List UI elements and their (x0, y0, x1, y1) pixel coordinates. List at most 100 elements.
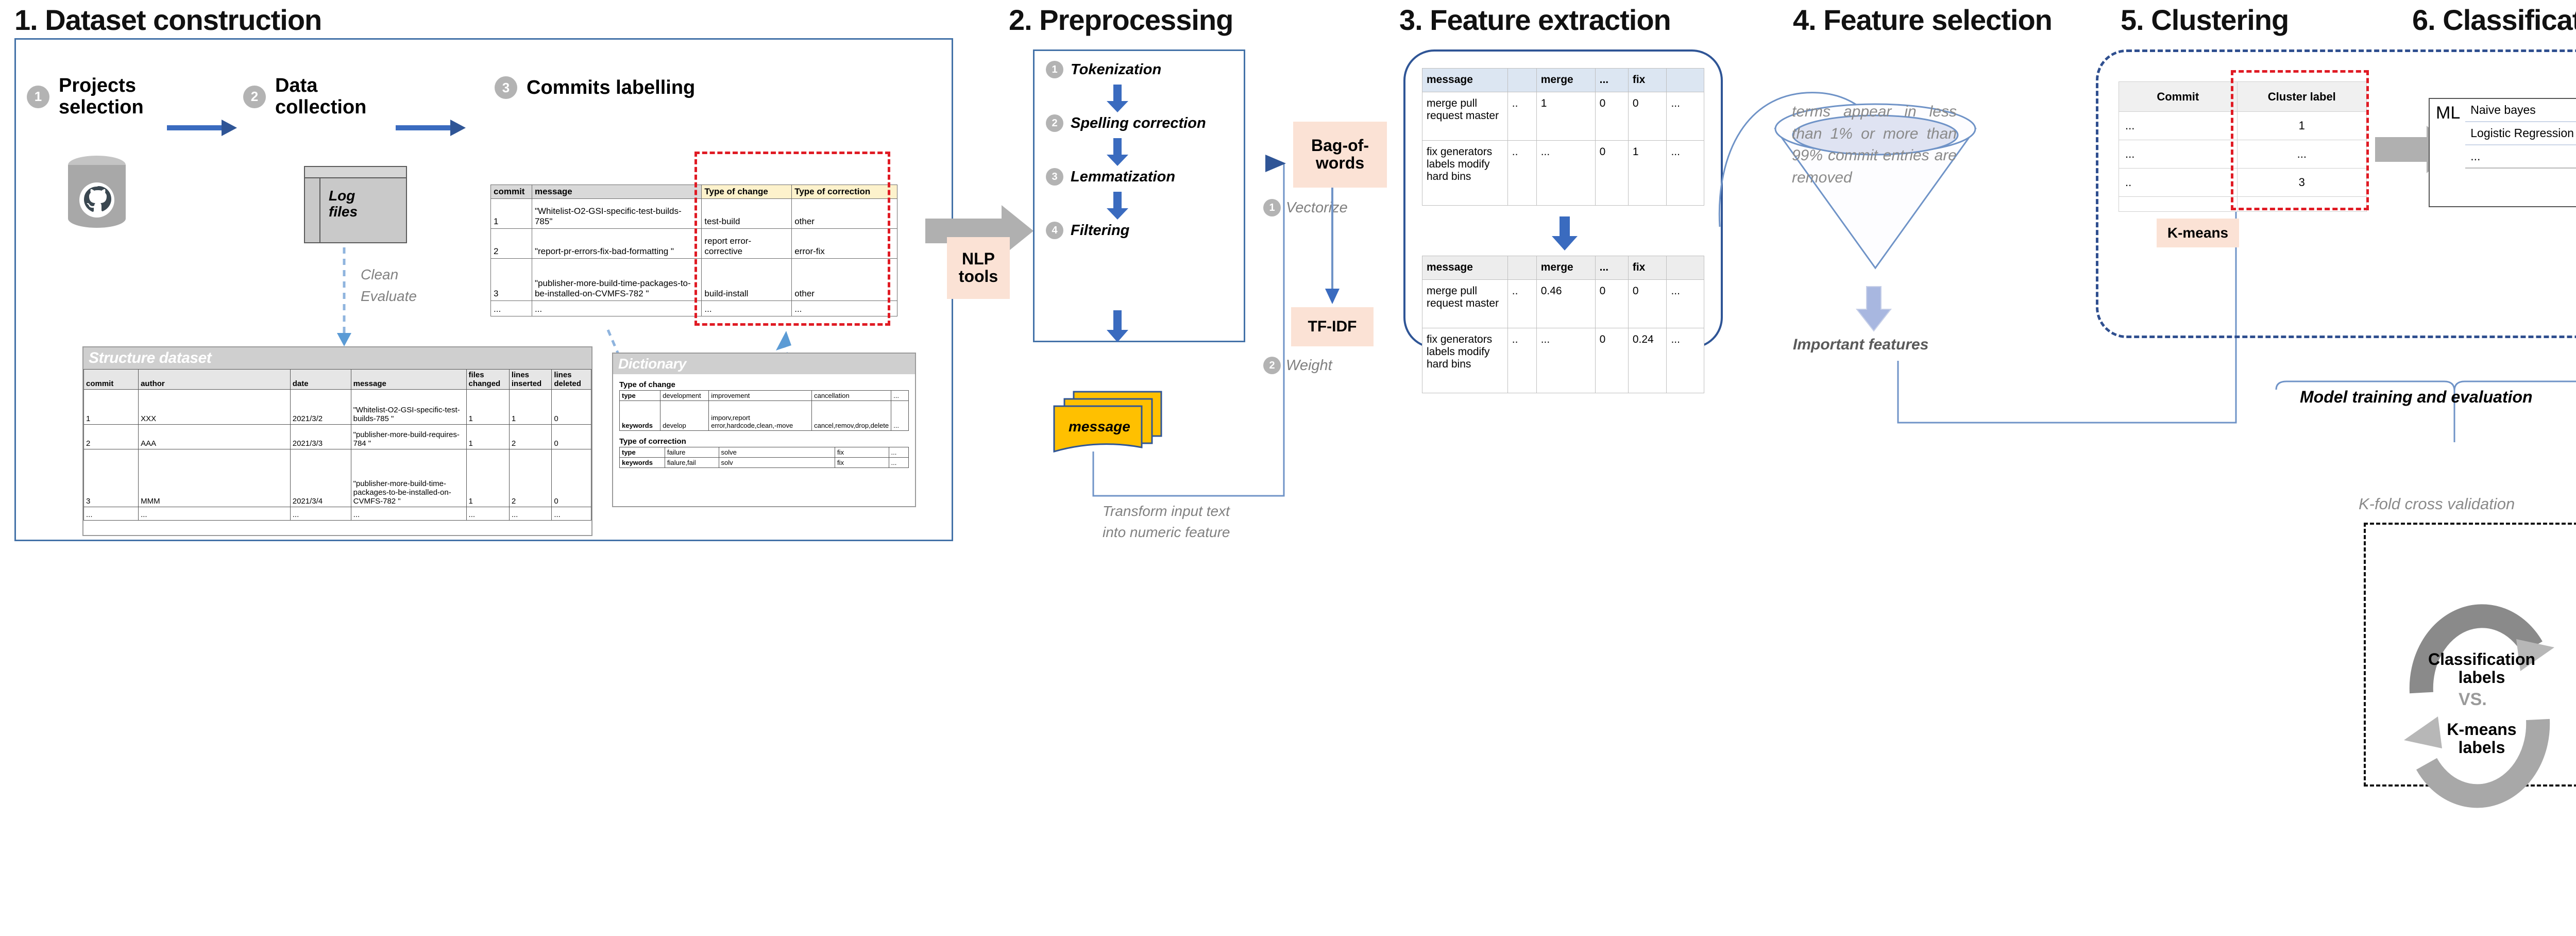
structure-dataset-table: commit author date message files changed… (83, 369, 591, 521)
cell-correction: other (791, 198, 897, 229)
table-row: merge pull request master .. 0.46 0 0 ..… (1422, 279, 1704, 328)
bag-of-words-box: Bag-of- words (1293, 122, 1387, 188)
cell-development: development (660, 390, 709, 401)
col-header-message: message (531, 185, 702, 199)
cell-commit: ... (83, 507, 139, 521)
vectorize-note: 1 Vectorize (1263, 199, 1348, 216)
step-label-line2: selection (59, 96, 144, 118)
step-commits-labelling: 3 Commits labelling (495, 76, 695, 99)
dictionary-correction-caption: Type of correction (619, 437, 686, 446)
section-title-preprocessing: 2. Preprocessing (1009, 4, 1233, 36)
bag-of-words-line1: Bag-of- (1311, 136, 1369, 155)
cell-type-label: type (619, 447, 665, 458)
cell-tail: ... (1666, 92, 1704, 141)
step-label: Spelling correction (1071, 114, 1206, 131)
col-header-files-changed: files changed (466, 369, 510, 390)
cell-message: merge pull request master (1422, 92, 1508, 141)
log-files-label-line1: Log (329, 188, 355, 204)
kmeans-labels-line2: labels (2458, 738, 2505, 757)
cell-development-kw: develop (660, 400, 709, 431)
bow-feature-table: message merge ... fix merge pull request… (1422, 68, 1704, 206)
table-row: fix generators labels modify hard bins .… (1422, 328, 1704, 393)
cell-fix: 0 (1628, 279, 1667, 328)
classification-labels-text: Classification labels (2397, 650, 2567, 687)
dictionary-title: Dictionary (613, 354, 915, 374)
structure-dataset-box: Structure dataset commit author date mes… (82, 346, 592, 536)
model-logistic-regression[interactable]: Logistic Regression (2465, 122, 2576, 145)
cell-del: 0 (551, 449, 591, 507)
cell-del: 0 (551, 424, 591, 449)
cell-files: 1 (466, 449, 510, 507)
table-row: fix generators labels modify hard bins .… (1422, 140, 1704, 206)
cell-more: ... (888, 447, 909, 458)
tfidf-box: TF-IDF (1291, 307, 1374, 346)
cell-more: ... (891, 390, 909, 401)
cell-fix: 0.24 (1628, 328, 1667, 393)
col-header-trailing (1666, 68, 1704, 92)
cell-message: "publisher-more-build-requires-784 " (350, 424, 467, 449)
cell-mid: 0 (1595, 140, 1629, 206)
vectorize-label: Vectorize (1286, 199, 1348, 216)
clean-note-line1: Clean (361, 266, 399, 282)
clean-evaluate-note: Clean Evaluate (361, 264, 417, 307)
cell-message: "publisher-more-build-time-packages-to-b… (531, 258, 702, 301)
arrow-down-2-icon (1107, 138, 1128, 166)
cell-correction: ... (791, 300, 897, 316)
classification-labels-line2: labels (2458, 668, 2505, 687)
clustering-table: Commit Cluster label ... 1 ... ... .. 3 (2119, 81, 2367, 212)
cell-more-kw: ... (888, 457, 909, 468)
kmeans-labels-line1: K-means (2447, 720, 2517, 739)
dictionary-change-table: type development improvement cancellatio… (619, 390, 909, 431)
step-number-badge: 2 (243, 85, 266, 108)
model-more[interactable]: ... (2465, 145, 2576, 169)
step-label: Tokenization (1071, 61, 1162, 78)
cell-commit: ... (490, 300, 532, 316)
cell-message: "report-pr-errors-fix-bad-formatting " (531, 228, 702, 259)
cell-commit: 1 (490, 198, 532, 229)
cell-fix-kw: fix (835, 457, 889, 468)
cell-files: ... (466, 507, 510, 521)
step-label-line1: Projects (59, 75, 136, 96)
cell-correction: other (791, 258, 897, 301)
feature-selection-funnel-icon (1774, 103, 1977, 270)
cell-cancellation: cancellation (811, 390, 892, 401)
cell-change: report error-corrective (701, 228, 792, 259)
cell-message: fix generators labels modify hard bins (1422, 140, 1508, 206)
model-training-caption: Model training and evaluation (2300, 388, 2533, 406)
col-header-message: message (350, 369, 467, 390)
cell-commit: 3 (490, 258, 532, 301)
cell-merge: ... (1536, 328, 1596, 393)
cell-author: AAA (138, 424, 291, 449)
cell-message: "Whitelist-O2-GSI-specific-test-builds-7… (350, 389, 467, 425)
step-label-line2: collection (275, 96, 367, 118)
table-row: .. 3 (2119, 168, 2367, 197)
cluster-label-highlight (2231, 70, 2369, 210)
step-number-badge: 4 (1046, 222, 1063, 239)
cell-commit: .. (2119, 168, 2238, 197)
col-header-type-of-change: Type of change (701, 185, 792, 199)
cell-merge: 0.46 (1536, 279, 1596, 328)
cell-mid: 0 (1595, 328, 1629, 393)
table-row: keywords develop imporv,report error,har… (619, 400, 909, 431)
cell-gap: .. (1507, 140, 1537, 206)
arrow-down-3-icon (1107, 192, 1128, 220)
model-naive-bayes[interactable]: Naive bayes (2465, 99, 2576, 122)
cell-date: 2021/3/4 (290, 449, 351, 507)
cell-change: ... (701, 300, 792, 316)
kmeans-labels-text: K-means labels (2397, 720, 2567, 757)
message-card-label: message (1069, 419, 1130, 434)
kfold-label: K-fold cross validation (2359, 495, 2515, 513)
connector-features-to-kmeans-icon (1897, 194, 2242, 424)
cycle-arrows-icon (2404, 604, 2554, 808)
arrow-data-to-commits-icon (396, 120, 466, 136)
cell-files: 1 (466, 389, 510, 425)
cell-tail: ... (1666, 279, 1704, 328)
col-header-message: message (1422, 68, 1508, 92)
preproc-step-spelling-correction: 2 Spelling correction (1046, 114, 1206, 132)
table-row: merge pull request master .. 1 0 0 ... (1422, 92, 1704, 141)
col-header-commit: commit (83, 369, 139, 390)
section-title-feature-extraction: 3. Feature extraction (1399, 4, 1671, 36)
cell-solve: solve (718, 447, 835, 458)
transform-caption-line1: Transform input text (1103, 503, 1230, 519)
col-header-ellipsis: ... (1595, 68, 1629, 92)
